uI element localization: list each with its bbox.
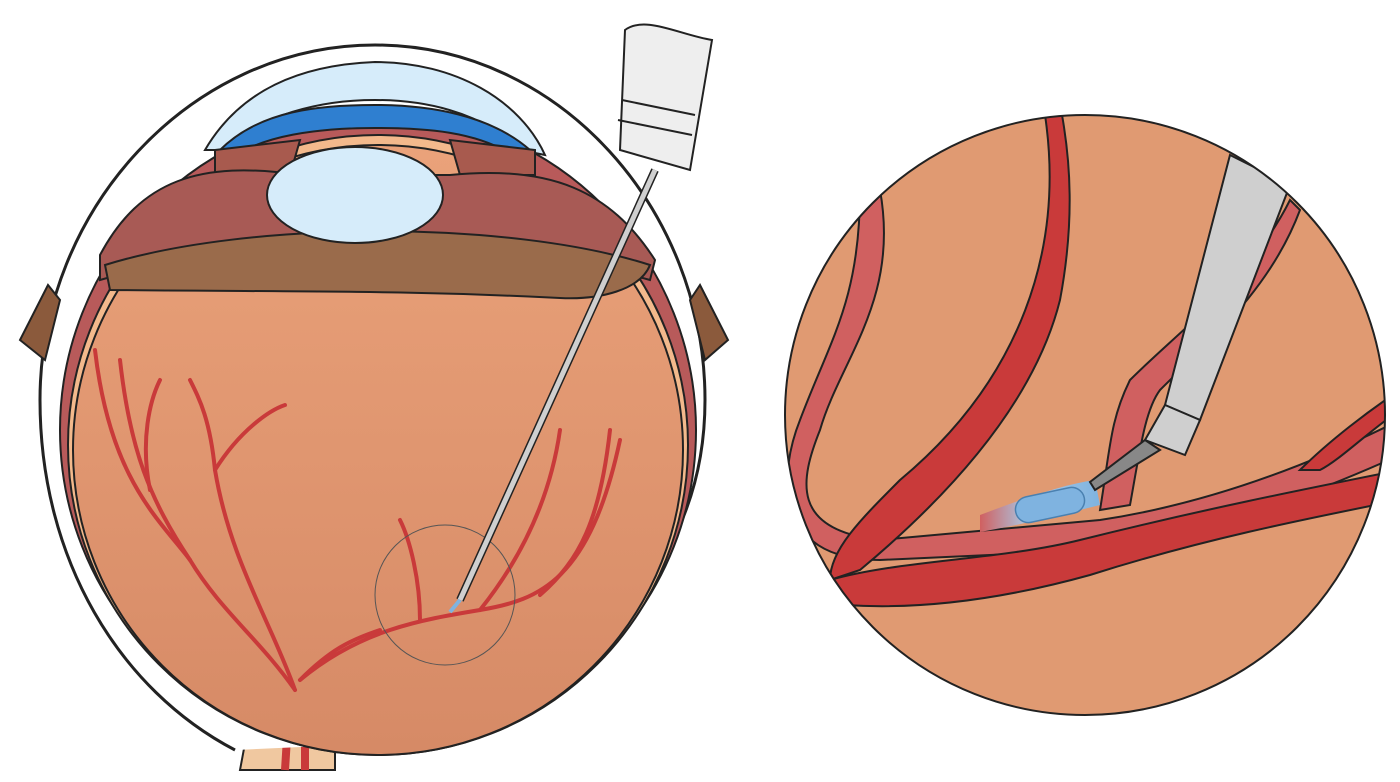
- retinal-vessels: [93, 348, 622, 692]
- zoom-instrument: [1088, 153, 1292, 492]
- eyelid-right: [688, 283, 730, 362]
- artery-lower: [828, 468, 1385, 608]
- artery-main: [828, 115, 1071, 582]
- magnification-region: [374, 524, 516, 666]
- eyelid-left: [18, 283, 62, 362]
- vein-left: [786, 189, 1385, 562]
- cornea: [203, 60, 547, 157]
- surgical-instrument: [448, 23, 714, 614]
- eye-cross-section: [18, 23, 730, 771]
- lens: [266, 146, 444, 244]
- magnified-view: [784, 114, 1386, 716]
